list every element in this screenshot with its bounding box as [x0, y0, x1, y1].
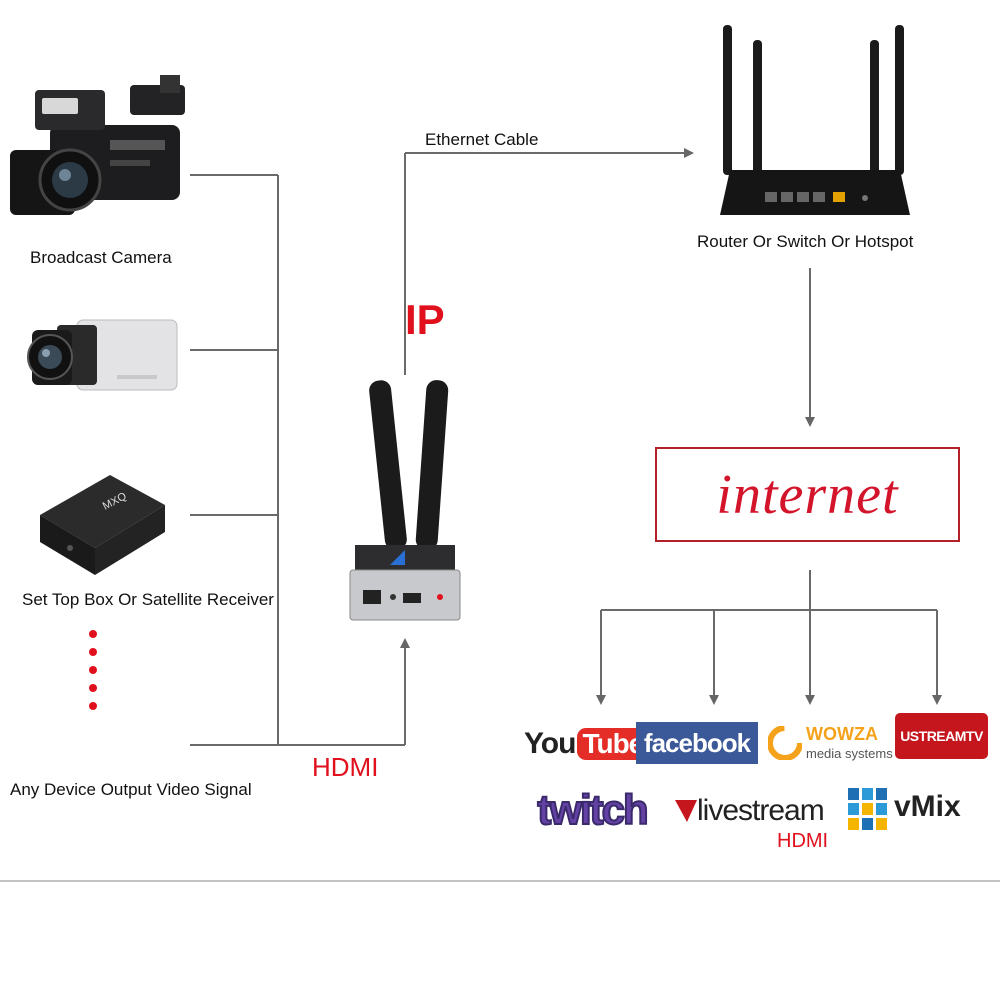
livestream-icon — [675, 800, 697, 822]
livestream-logo: livestream HDMI — [675, 794, 835, 854]
livestream-text: livestream — [697, 794, 825, 827]
any-device-label: Any Device Output Video Signal — [10, 780, 252, 799]
router-label: Router Or Switch Or Hotspot — [697, 232, 914, 251]
facebook-logo: facebook — [636, 722, 758, 764]
hdmi-label: HDMI — [312, 752, 379, 782]
ustream-text: USTREAMTV — [900, 728, 983, 744]
more-devices-dot — [89, 630, 97, 638]
livestream-hdmi-text: HDMI — [777, 830, 829, 852]
ip-label: IP — [405, 296, 445, 343]
internet-box: internet — [655, 447, 960, 542]
youtube-logo: You Tube — [524, 722, 649, 766]
ethernet-label: Ethernet Cable — [425, 130, 539, 149]
twitch-logo: twitch — [524, 783, 660, 837]
more-devices-dot — [89, 648, 97, 656]
vmix-text: vMix — [894, 790, 961, 823]
more-devices-dot — [89, 702, 97, 710]
broadcast-camera-icon — [10, 75, 185, 215]
vmix-grid-icon — [848, 788, 887, 830]
twitch-text: twitch — [536, 785, 649, 834]
ustream-logo: USTREAMTV — [895, 713, 988, 759]
hdmi-encoder-device-icon — [349, 380, 461, 621]
facebook-text: facebook — [643, 727, 751, 758]
set-top-box-icon: MXQ — [40, 475, 165, 575]
more-devices-dot — [89, 684, 97, 692]
router-icon — [720, 25, 910, 215]
broadcast-camera-label: Broadcast Camera — [30, 248, 172, 267]
wowza-logo: WOWZA media systems — [768, 722, 893, 766]
wowza-sub-text: media systems — [806, 746, 893, 761]
vmix-logo: vMix — [848, 788, 963, 834]
set-top-box-label: Set Top Box Or Satellite Receiver — [22, 590, 274, 609]
wowza-name-text: WOWZA — [806, 724, 878, 744]
internet-label: internet — [716, 463, 899, 526]
youtube-you-text: You — [524, 727, 576, 760]
cctv-camera-icon — [27, 319, 178, 391]
more-devices-dot — [89, 666, 97, 674]
wowza-swirl-icon — [768, 726, 802, 760]
